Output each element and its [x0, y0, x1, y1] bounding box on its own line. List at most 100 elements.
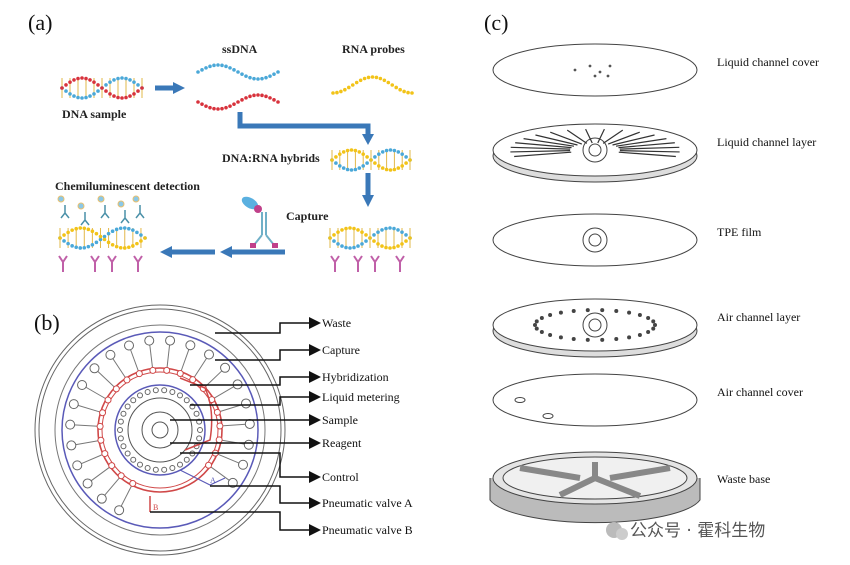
captured-hybrid-helix [328, 226, 412, 250]
label-capture: Capture [286, 209, 329, 223]
waste-base-rib [558, 475, 597, 498]
layer-3 [492, 213, 698, 267]
panel-a: (a) DNA sample ssDNA RNA probes DNA:RNA … [28, 10, 414, 272]
capture-chamber [227, 477, 238, 488]
metering-chamber [177, 392, 183, 399]
detection-antibody-icon [77, 202, 90, 226]
capture-antibody-icon [395, 255, 405, 272]
capture-antibody-icon [58, 255, 68, 272]
hybridization-chamber [216, 422, 224, 430]
hybridization-chamber [215, 436, 223, 444]
layer-1 [492, 43, 698, 97]
metering-chamber [161, 466, 168, 473]
capture-channel [209, 466, 230, 481]
layer-5 [492, 373, 698, 427]
capture-chamber [68, 399, 79, 410]
capture-chamber [238, 459, 249, 470]
hybridization-chamber [108, 462, 116, 470]
callout-arrow [150, 511, 321, 536]
wechat-icon [606, 522, 628, 540]
layer-2 [492, 123, 698, 183]
metering-chamber [177, 461, 183, 468]
metering-chamber [196, 418, 203, 425]
metering-chamber [196, 435, 203, 442]
label-dna-sample: DNA sample [62, 107, 127, 121]
capture-channel [80, 453, 104, 465]
capture-chamber [243, 439, 254, 450]
hybridization-chamber [99, 409, 107, 417]
hybridization-chamber [117, 472, 125, 480]
callout-label: Waste [322, 316, 351, 330]
metering-chamber [161, 387, 168, 394]
watermark: 公众号 · 霍科生物 [630, 521, 765, 541]
capture-chamber [77, 380, 88, 390]
layer-label: Liquid channel cover [717, 55, 819, 69]
metering-chamber [117, 427, 123, 433]
waste-base-rib [609, 465, 671, 481]
capture-channel [90, 466, 111, 482]
detection-antibody-icon [97, 195, 110, 219]
capture-chamber [204, 349, 215, 360]
capture-antibody-icon [133, 255, 143, 272]
detection-hybrid-helix [58, 226, 147, 250]
capture-chamber [66, 440, 77, 451]
hybridization-chamber [163, 366, 171, 374]
capture-chamber [89, 363, 100, 374]
capture-antibody-icon [370, 255, 380, 272]
callout-arrow [215, 344, 321, 361]
layer-label: TPE film [717, 225, 762, 239]
layer-label: Waste base [717, 472, 770, 486]
waste-base-rib [519, 465, 581, 481]
capture-channel [213, 386, 235, 400]
layer-4 [492, 298, 698, 358]
capture-chamber [105, 349, 116, 360]
valve-mark-b: B [153, 503, 158, 512]
hybridization-chamber [104, 396, 112, 404]
capture-antibody-icon [90, 255, 100, 272]
metering-chamber [124, 403, 131, 410]
metering-chamber [169, 465, 176, 472]
ssdna-strands [196, 63, 280, 111]
capture-chamber [65, 419, 76, 430]
capture-chamber [185, 340, 196, 351]
capture-channel [193, 357, 208, 379]
hybridization-chamber [129, 479, 137, 487]
metering-chamber [117, 418, 124, 425]
flow-arrows [155, 82, 374, 258]
metering-chamber [197, 427, 203, 433]
metering-chamber [130, 397, 137, 404]
hybridization-chamber [213, 408, 221, 416]
capture-channel [221, 423, 246, 427]
hybridization-chamber [149, 366, 157, 374]
capture-chamber [220, 362, 231, 373]
metering-chamber [117, 435, 124, 442]
capture-antibody-icon [107, 255, 117, 272]
capture-chamber [114, 505, 125, 516]
chip-layout-diagram: A B [34, 304, 286, 556]
callout-arrow [215, 317, 321, 334]
capture-channel [166, 344, 171, 369]
hybridization-chamber [101, 450, 109, 458]
metering-chamber [183, 456, 190, 463]
capture-channel [104, 476, 121, 496]
label-hybrids: DNA:RNA hybrids [222, 151, 320, 165]
metering-chamber [152, 466, 159, 473]
capture-channel [97, 370, 116, 388]
callout-arrow [190, 371, 321, 386]
capture-channel [180, 348, 190, 372]
callout-label: Capture [322, 343, 360, 357]
capture-channel [129, 349, 140, 372]
capture-channel [112, 357, 127, 379]
hybridization-chamber [205, 461, 213, 469]
panel-b: (b) A B WasteCaptureHybridizationLiquid … [34, 304, 413, 556]
callout-arrow [190, 391, 321, 406]
detection-antibody-icon [132, 195, 145, 219]
waste-base-rib [593, 475, 642, 499]
metering-chamber [124, 450, 131, 457]
capture-chamber [144, 335, 155, 346]
metering-chamber [189, 403, 196, 410]
antibody-icon [241, 196, 278, 248]
capture-antibody-icon [330, 255, 340, 272]
callout-label: Pneumatic valve A [322, 496, 413, 510]
